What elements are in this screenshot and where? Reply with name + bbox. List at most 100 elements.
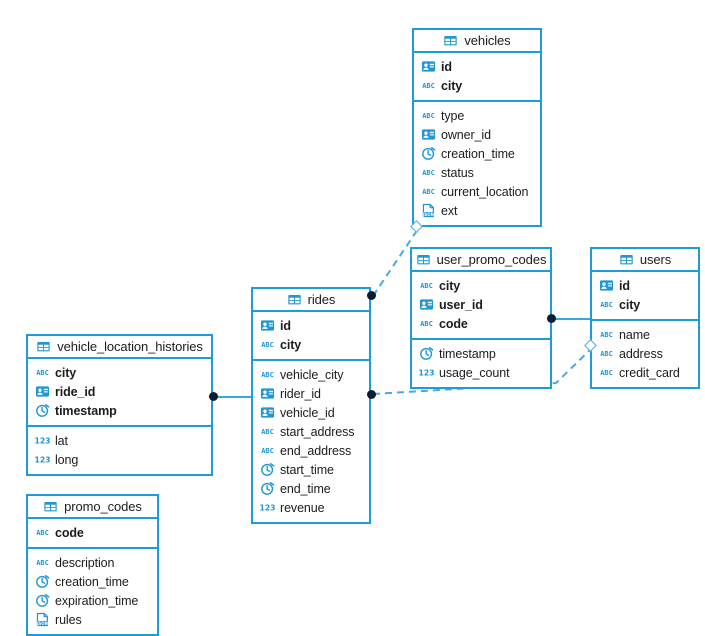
- clock-icon: [261, 482, 275, 495]
- field-label: city: [55, 365, 77, 380]
- primary-key-field[interactable]: ABC code: [412, 314, 550, 333]
- field-label: id: [619, 278, 630, 293]
- column-field[interactable]: owner_id: [414, 125, 540, 144]
- field-label: credit_card: [619, 365, 680, 380]
- abc-icon: ABC: [422, 82, 435, 90]
- json-icon: JSON: [36, 612, 48, 627]
- svg-text:ABC: ABC: [600, 369, 613, 377]
- field-label: end_time: [280, 481, 331, 496]
- svg-text:123: 123: [419, 368, 434, 377]
- clock-icon: [261, 463, 275, 476]
- field-label: revenue: [280, 500, 325, 515]
- edge-marker-dot-rides-users: [367, 390, 376, 399]
- entity-header-user_promo_codes[interactable]: user_promo_codes: [412, 249, 550, 272]
- primary-key-field[interactable]: id: [253, 316, 369, 335]
- column-field[interactable]: expiration_time: [28, 591, 157, 610]
- entity-header-vehicles[interactable]: vehicles: [414, 30, 540, 53]
- entity-header-vehicle_location_histories[interactable]: vehicle_location_histories: [28, 336, 211, 359]
- abc-icon: ABC: [422, 169, 435, 177]
- field-label: vehicle_city: [280, 367, 344, 382]
- column-field[interactable]: rider_id: [253, 384, 369, 403]
- primary-key-field[interactable]: id: [414, 57, 540, 76]
- field-label: city: [439, 278, 461, 293]
- svg-text:ABC: ABC: [600, 331, 613, 339]
- column-field[interactable]: end_time: [253, 479, 369, 498]
- field-label: owner_id: [441, 127, 491, 142]
- column-field[interactable]: ABC vehicle_city: [253, 365, 369, 384]
- primary-key-field[interactable]: id: [592, 276, 698, 295]
- column-field[interactable]: ABC name: [592, 325, 698, 344]
- primary-key-field[interactable]: timestamp: [28, 401, 211, 420]
- column-field[interactable]: timestamp: [412, 344, 550, 363]
- key-card-icon: [260, 388, 275, 399]
- abc-icon: ABC: [422, 188, 435, 196]
- svg-text:JSON: JSON: [36, 621, 48, 626]
- table-grid-icon: [44, 502, 57, 512]
- column-field[interactable]: vehicle_id: [253, 403, 369, 422]
- entity-header-promo_codes[interactable]: promo_codes: [28, 496, 157, 519]
- column-field[interactable]: creation_time: [28, 572, 157, 591]
- svg-text:ABC: ABC: [36, 369, 49, 377]
- svg-text:ABC: ABC: [422, 169, 435, 177]
- svg-text:JSON: JSON: [422, 212, 434, 217]
- table-grid-icon: [444, 36, 458, 46]
- field-label: code: [439, 316, 468, 331]
- entity-header-users[interactable]: users: [592, 249, 698, 272]
- edge-marker-dot-user-promo-codes: [547, 314, 556, 323]
- key-card-icon: [260, 320, 275, 331]
- entity-title: rides: [307, 292, 336, 307]
- field-label: start_time: [280, 462, 334, 477]
- abc-icon: ABC: [261, 371, 274, 379]
- primary-key-field[interactable]: ABC city: [28, 363, 211, 382]
- key-card-icon: [260, 407, 275, 418]
- column-field[interactable]: start_time: [253, 460, 369, 479]
- primary-key-field[interactable]: ride_id: [28, 382, 211, 401]
- column-field[interactable]: ABC credit_card: [592, 363, 698, 382]
- column-field[interactable]: creation_time: [414, 144, 540, 163]
- key-card-icon: [421, 61, 436, 72]
- field-label: rules: [55, 612, 82, 627]
- svg-text:ABC: ABC: [36, 559, 49, 567]
- field-label: name: [619, 327, 650, 342]
- column-field[interactable]: JSON rules: [28, 610, 157, 629]
- clock-icon: [420, 347, 434, 360]
- entity-header-rides[interactable]: rides: [253, 289, 369, 312]
- clock-icon: [36, 594, 50, 607]
- abc-icon: ABC: [600, 331, 613, 339]
- key-card-icon: [599, 280, 614, 291]
- key-card-icon: [35, 386, 50, 397]
- svg-text:ABC: ABC: [420, 320, 433, 328]
- svg-text:ABC: ABC: [261, 428, 274, 436]
- primary-key-field[interactable]: user_id: [412, 295, 550, 314]
- field-label: code: [55, 525, 84, 540]
- number-icon: 123: [35, 455, 50, 464]
